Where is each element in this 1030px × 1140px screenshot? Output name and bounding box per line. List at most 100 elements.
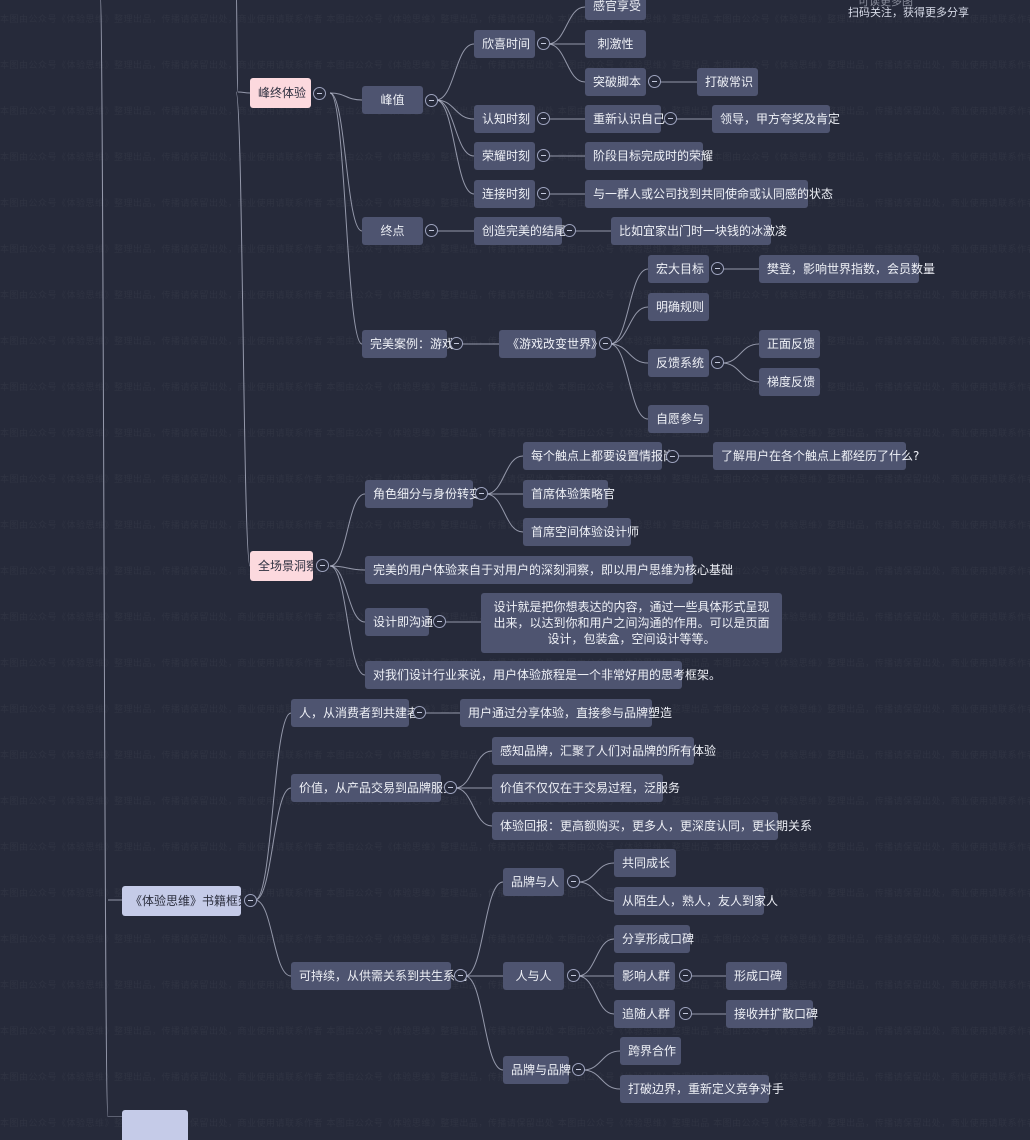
node-user-touchpoint-question[interactable]: 了解用户在各个触点上都经历了什么? [713,442,919,470]
node-sensory-enjoyment[interactable]: 感官享受 [585,0,646,20]
connector-line [237,91,251,94]
connector-line [254,787,292,901]
connector-line [454,787,493,827]
collapse-toggle[interactable] [567,969,580,982]
connector-line [254,899,292,977]
node-people-and-people[interactable]: 人与人 [503,962,564,990]
node-feedback-system[interactable]: 反馈系统 [648,349,709,377]
node-sustainable-symbiosis[interactable]: 可持续，从供需关系到共生系统 [291,962,467,990]
node-form-word-of-mouth[interactable]: 形成口碑 [726,962,787,990]
node-break-common-sense[interactable]: 打破常识 [697,68,758,96]
collapse-toggle[interactable] [567,875,580,888]
node-reality-is-broken[interactable]: 《游戏改变世界》 [499,330,603,358]
collapse-toggle[interactable] [648,75,661,88]
node-glory-moment[interactable]: 荣耀时刻 [474,142,535,170]
collapse-toggle[interactable] [664,112,677,125]
node-rediscover-self[interactable]: 重新认识自己 [585,105,665,133]
collapse-toggle[interactable] [666,450,679,463]
connector-line [547,6,586,45]
collapse-toggle[interactable] [425,224,438,237]
node-leader-praise[interactable]: 领导，甲方夸奖及肯定 [712,105,840,133]
collapse-toggle[interactable] [572,1063,585,1076]
node-stimulation[interactable]: 刺激性 [585,30,646,58]
node-journey-framework[interactable]: 对我们设计行业来说，用户体验旅程是一个非常好用的思考框架。 [365,661,721,689]
connector-line [485,493,524,533]
node-experience-return[interactable]: 体验回报：更高额购买，更多人，更深度认同，更长期关系 [492,812,812,840]
node-perfect-ending[interactable]: 创造完美的结尾 [474,217,566,245]
node-insight-moment[interactable]: 认知时刻 [474,105,535,133]
collapse-toggle[interactable] [537,149,550,162]
node-chief-experience-officer[interactable]: 首席体验策略官 [523,480,615,508]
node-next-topic[interactable] [122,1110,188,1140]
collapse-toggle[interactable] [679,1007,692,1020]
node-brand-perception[interactable]: 感知品牌，汇聚了人们对品牌的所有体验 [492,737,716,765]
node-spread-word-of-mouth[interactable]: 接收并扩散口碑 [726,1000,818,1028]
node-clear-rules[interactable]: 明确规则 [648,293,709,321]
node-grow-together[interactable]: 共同成长 [614,849,676,877]
collapse-toggle[interactable] [433,615,446,628]
collapse-toggle[interactable] [537,112,550,125]
connector-line [721,343,760,364]
node-role-segmentation[interactable]: 角色细分与身份转变 [365,480,481,508]
collapse-toggle[interactable] [679,969,692,982]
node-brand-and-brand[interactable]: 品牌与品牌 [503,1056,571,1084]
connector-line [577,938,615,977]
connector-line [577,881,615,902]
node-connection-moment[interactable]: 连接时刻 [474,180,535,208]
connector-line [454,750,493,789]
connector-line [435,99,475,157]
node-value-beyond-transaction[interactable]: 价值不仅仅在于交易过程，泛服务 [492,774,680,802]
node-share-word-of-mouth[interactable]: 分享形成口碑 [614,925,694,953]
node-influence-group[interactable]: 影响人群 [614,962,675,990]
collapse-toggle[interactable] [599,337,612,350]
node-people-cocreators[interactable]: 人，从消费者到共建者 [291,699,419,727]
collapse-toggle[interactable] [413,706,426,719]
node-deep-user-insight[interactable]: 完美的用户体验来自于对用户的深刻洞察，即以用户思维为核心基础 [365,556,733,584]
collapse-toggle[interactable] [711,356,724,369]
node-end[interactable]: 终点 [362,217,423,245]
node-stage-goal-glory[interactable]: 阶段目标完成时的荣耀 [585,142,713,170]
node-touchpoint-intel[interactable]: 每个触点上都要设置情报岗 [523,442,675,470]
node-delight-moment[interactable]: 欣喜时间 [474,30,535,58]
collapse-toggle[interactable] [454,969,467,982]
node-grand-goal[interactable]: 宏大目标 [648,255,709,283]
node-full-scene-insight[interactable]: 全场景洞察 [250,551,318,581]
node-break-script[interactable]: 突破脚本 [585,68,646,96]
collapse-toggle[interactable] [537,187,550,200]
collapse-toggle[interactable] [450,337,463,350]
collapse-toggle[interactable] [244,894,257,907]
node-design-is-communication[interactable]: 设计即沟通 [365,608,433,636]
node-peak[interactable]: 峰值 [362,86,423,114]
collapse-toggle[interactable] [475,487,488,500]
connector-line [577,862,615,883]
node-follower-group[interactable]: 追随人群 [614,1000,675,1028]
node-book-framework[interactable]: 《体验思维》书籍框架 [122,886,250,916]
collapse-toggle[interactable] [537,37,550,50]
node-fandeng-example[interactable]: 樊登，影响世界指数，会员数量 [759,255,935,283]
collapse-toggle[interactable] [313,87,326,100]
connector-line [329,565,366,623]
node-shared-mission[interactable]: 与一群人或公司找到共同使命或认同感的状态 [585,180,833,208]
node-cross-border-cooperation[interactable]: 跨界合作 [620,1037,681,1065]
node-stranger-to-family[interactable]: 从陌生人，熟人，友人到家人 [614,887,778,915]
connector-line [577,975,615,1015]
collapse-toggle[interactable] [563,224,576,237]
collapse-toggle[interactable] [316,559,329,572]
connector-line [329,565,366,571]
connector-line [582,1069,621,1090]
node-design-definition[interactable]: 设计就是把你想表达的内容，通过一些具体形式呈现出来，以达到你和用户之间沟通的作用… [481,593,782,653]
node-user-share-branding[interactable]: 用户通过分享体验，直接参与品牌塑造 [460,699,672,727]
node-value-product-to-service[interactable]: 价值，从产品交易到品牌服务 [291,774,455,802]
collapse-toggle[interactable] [711,262,724,275]
node-perfect-case-game[interactable]: 完美案例：游戏 [362,330,454,358]
collapse-toggle[interactable] [425,94,438,107]
node-gradient-feedback[interactable]: 梯度反馈 [759,368,820,396]
node-chief-space-designer[interactable]: 首席空间体验设计师 [523,518,639,546]
collapse-toggle[interactable] [444,781,457,794]
node-peak-end-experience[interactable]: 峰终体验 [250,78,311,108]
node-brand-and-people[interactable]: 品牌与人 [503,868,564,896]
node-ikea-icecream[interactable]: 比如宜家出门时一块钱的冰激凌 [611,217,787,245]
node-redefine-competitors[interactable]: 打破边界，重新定义竞争对手 [620,1075,784,1103]
node-voluntary-participation[interactable]: 自愿参与 [648,405,709,433]
node-positive-feedback[interactable]: 正面反馈 [759,330,820,358]
